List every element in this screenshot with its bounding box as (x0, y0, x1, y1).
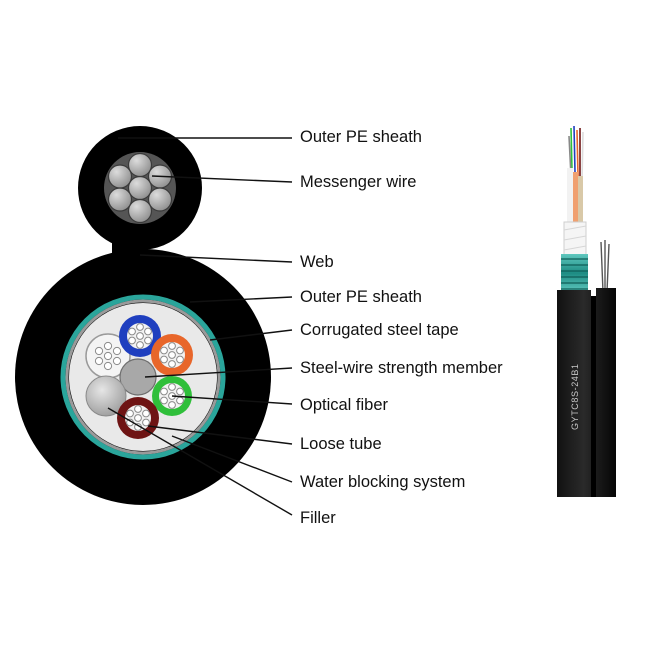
optical-fiber (176, 396, 184, 405)
label-water-blocking-system: Water blocking system (300, 473, 466, 491)
leader-line (171, 395, 293, 405)
strand (107, 164, 133, 189)
optical-fiber (176, 355, 184, 364)
optical-fiber (176, 346, 184, 355)
strand (107, 187, 133, 212)
messenger-wire-end (600, 240, 610, 293)
optical-fiber (103, 341, 113, 351)
cross-section (15, 126, 271, 505)
optical-fiber (94, 346, 104, 356)
optical-fiber (134, 405, 142, 413)
leader-line (209, 329, 293, 341)
optical-fiber (168, 360, 176, 368)
label-messenger-wire: Messenger wire (300, 173, 417, 191)
optical-fiber (126, 409, 134, 418)
optical-fiber (160, 396, 168, 405)
optical-fiber (160, 387, 168, 396)
leader-line (147, 425, 293, 445)
leader-line (151, 175, 293, 183)
leader-line (144, 367, 293, 378)
cable-print: GYTC8S-24B1 (570, 363, 580, 430)
label-filler: Filler (300, 509, 336, 527)
leader-line (171, 435, 293, 483)
strand (127, 198, 153, 224)
leader-line (139, 254, 293, 263)
loose-tube-white (85, 333, 131, 379)
corrugated-steel-tape (60, 294, 226, 460)
corrugated-armor (561, 254, 588, 292)
optical-fiber (103, 351, 113, 361)
label-loose-tube: Loose tube (300, 435, 382, 453)
cable-photo: GYTC8S-24B1 (557, 125, 616, 497)
leader-line (107, 407, 293, 516)
loose-tube-brown (117, 397, 159, 439)
optical-fiber (136, 332, 144, 340)
optical-fiber (142, 409, 150, 418)
optical-fiber (128, 336, 136, 345)
label-web: Web (300, 253, 334, 271)
label-optical-fiber: Optical fiber (300, 396, 389, 414)
filler (85, 375, 127, 417)
optical-fiber (144, 336, 152, 345)
optical-fiber (136, 323, 144, 331)
strand (127, 175, 153, 201)
tape-edge (65, 299, 221, 455)
optical-fiber (128, 327, 136, 336)
loose-tube-orange (151, 334, 193, 376)
optical-fiber (160, 355, 168, 364)
optical-fiber (160, 346, 168, 355)
label-corrugated-steel-tape: Corrugated steel tape (300, 321, 459, 339)
optical-fiber (144, 327, 152, 336)
optical-fiber (142, 418, 150, 427)
optical-fiber (168, 401, 176, 409)
optical-fiber (94, 356, 104, 366)
optical-fiber (103, 361, 113, 371)
optical-fiber (112, 346, 122, 356)
optical-fiber (176, 387, 184, 396)
optical-fiber (136, 341, 144, 349)
optical-fiber (168, 342, 176, 350)
strand (127, 152, 153, 178)
strand (147, 187, 173, 212)
cable-jacket (557, 288, 616, 497)
leader-lines (107, 137, 293, 516)
label-outer-pe-sheath-top: Outer PE sheath (300, 128, 422, 146)
label-steel-wire-strength-member: Steel-wire strength member (300, 359, 503, 377)
optical-fiber (112, 356, 122, 366)
optical-fiber (168, 383, 176, 391)
leader-line (189, 296, 293, 303)
loose-tube-blue (119, 315, 161, 357)
optical-fiber (134, 414, 142, 422)
label-outer-pe-sheath: Outer PE sheath (300, 288, 422, 306)
optical-fiber (168, 351, 176, 359)
